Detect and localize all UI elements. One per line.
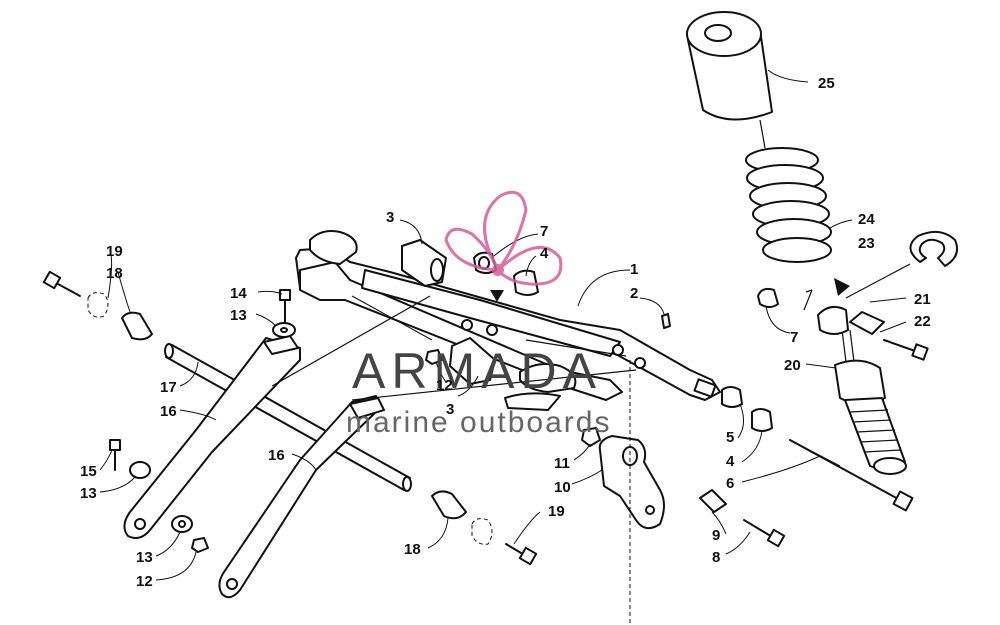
callout-13-lower: 13 [136,549,153,566]
spacer-block-lower [449,337,496,385]
shaft-bushing-right [431,490,467,520]
callout-1: 1 [630,261,638,278]
callout-19-left: 19 [106,243,123,260]
grease-fitting [661,313,671,329]
washer-13-left [129,461,151,479]
callout-18-left: 18 [106,265,123,282]
callout-20: 20 [784,357,801,374]
callout-7-upper: 7 [540,223,548,240]
watermark-tagline: marine outboards [346,406,611,439]
watermark-logo [444,190,563,286]
arrow-markers [490,278,850,302]
bushing-right-4 [751,408,773,432]
callout-5: 5 [726,429,734,446]
shaft-bushing-left [121,311,153,341]
callout-7-right: 7 [790,329,798,346]
shock-bolt-upper [883,339,929,361]
spacer-block-upper [401,239,447,287]
callout-14: 14 [230,285,247,302]
callout-25: 25 [818,75,835,92]
link-arm-left [123,335,301,539]
callout-24: 24 [858,211,875,228]
bolt-right-19 [471,518,538,566]
coil-spring [745,119,832,263]
callout-3-upper: 3 [386,209,394,226]
callout-4-upper: 4 [540,245,549,262]
bolt-left-19 [42,270,109,318]
callout-labels: 25 24 23 21 22 20 7 1 2 7 4 3 12 3 5 4 6… [80,75,931,590]
callout-21: 21 [914,291,931,308]
rear-arm-assembly [295,230,721,411]
shock-sleeve [849,311,885,335]
nut-12-lower [191,537,209,553]
retaining-clip [909,230,958,267]
shock-absorber [817,305,907,475]
mounting-bracket [598,435,665,530]
bolt-14 [279,289,291,327]
watermark-brand: ARMADA [352,343,602,399]
callout-22: 22 [914,313,931,330]
long-bolt [789,439,914,512]
nut-bracket [581,427,601,447]
callout-10: 10 [554,479,571,496]
callout-16-left: 16 [160,403,177,420]
bracket-sleeve [699,489,727,513]
link-arm-right [218,395,385,599]
callout-18-right: 18 [404,541,421,558]
bumper-boot [686,11,773,121]
leader-lines [99,69,911,625]
callout-12-lower: 12 [136,573,153,590]
bolt-15 [109,439,121,471]
callout-13-left: 13 [80,485,97,502]
callout-23: 23 [858,235,875,252]
bushing-right-5 [721,386,743,408]
callout-15: 15 [80,463,97,480]
bracket-bolt [743,519,786,548]
washer-13-lower [171,515,193,533]
callout-3-lower: 3 [446,401,454,418]
callout-4-right: 4 [726,453,735,470]
bushing-upper-right [757,287,779,308]
callout-6: 6 [726,475,734,492]
callout-13-upper: 13 [230,307,247,324]
callout-19-right: 19 [548,503,565,520]
callout-12-center: 12 [436,377,453,394]
washer-13-upper [272,322,296,338]
callout-9: 9 [712,527,720,544]
nut-center [425,349,443,365]
callout-17: 17 [160,379,177,396]
callout-16-right: 16 [268,447,285,464]
callout-11: 11 [554,455,570,472]
callout-2: 2 [630,285,638,302]
callout-8: 8 [712,549,720,566]
